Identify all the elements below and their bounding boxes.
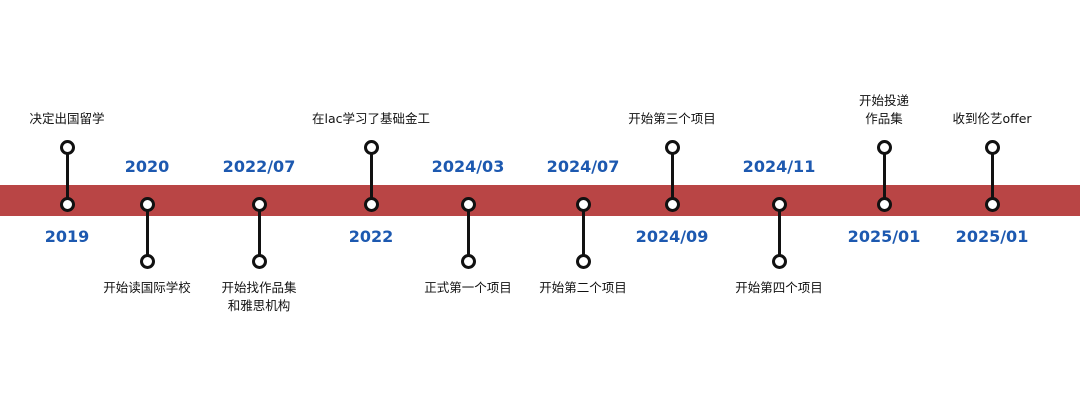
axis-marker-dot <box>460 197 476 212</box>
milestone-stem <box>882 148 886 205</box>
event-marker-dot <box>575 254 591 269</box>
milestone-stem <box>257 205 261 262</box>
axis-marker-dot <box>59 197 75 212</box>
milestone-event: 开始第三个项目 <box>628 111 716 126</box>
milestone-event: 收到伦艺offer <box>952 111 1032 126</box>
milestone-stem <box>65 148 69 205</box>
event-marker-dot <box>876 140 892 155</box>
axis-marker-dot <box>876 197 892 212</box>
milestone-event: 决定出国留学 <box>29 111 105 126</box>
milestone-event: 开始找作品集和雅思机构 <box>221 280 297 313</box>
event-marker-dot <box>771 254 787 269</box>
event-marker-dot <box>664 140 680 155</box>
milestone-event: 开始第四个项目 <box>735 280 823 295</box>
axis-marker-dot <box>251 197 267 212</box>
timeline-band <box>0 185 1080 216</box>
milestone-date: 2024/09 <box>635 227 709 246</box>
milestone-date: 2022/07 <box>222 157 296 176</box>
milestone-stem <box>145 205 149 262</box>
event-marker-dot <box>139 254 155 269</box>
milestone-event: 在lac学习了基础金工 <box>311 111 431 126</box>
milestone-stem <box>670 148 674 205</box>
milestone-date: 2024/07 <box>546 157 620 176</box>
milestone-date: 2019 <box>44 227 90 246</box>
milestone-date: 2025/01 <box>955 227 1029 246</box>
milestone-stem <box>581 205 585 262</box>
milestone-stem <box>466 205 470 262</box>
axis-marker-dot <box>575 197 591 212</box>
axis-marker-dot <box>139 197 155 212</box>
event-marker-dot <box>59 140 75 155</box>
milestone-event: 正式第一个项目 <box>424 280 512 295</box>
milestone-event: 开始投递作品集 <box>858 93 910 126</box>
axis-marker-dot <box>984 197 1000 212</box>
milestone-date: 2020 <box>124 157 170 176</box>
event-marker-dot <box>460 254 476 269</box>
axis-marker-dot <box>363 197 379 212</box>
event-marker-dot <box>984 140 1000 155</box>
milestone-stem <box>990 148 994 205</box>
event-marker-dot <box>363 140 379 155</box>
event-marker-dot <box>251 254 267 269</box>
milestone-date: 2024/03 <box>431 157 505 176</box>
milestone-event: 开始读国际学校 <box>103 280 191 295</box>
milestone-stem <box>777 205 781 262</box>
milestone-date: 2024/11 <box>742 157 816 176</box>
milestone-event: 开始第二个项目 <box>539 280 627 295</box>
axis-marker-dot <box>664 197 680 212</box>
axis-marker-dot <box>771 197 787 212</box>
milestone-date: 2022 <box>348 227 394 246</box>
milestone-stem <box>369 148 373 205</box>
milestone-date: 2025/01 <box>847 227 921 246</box>
